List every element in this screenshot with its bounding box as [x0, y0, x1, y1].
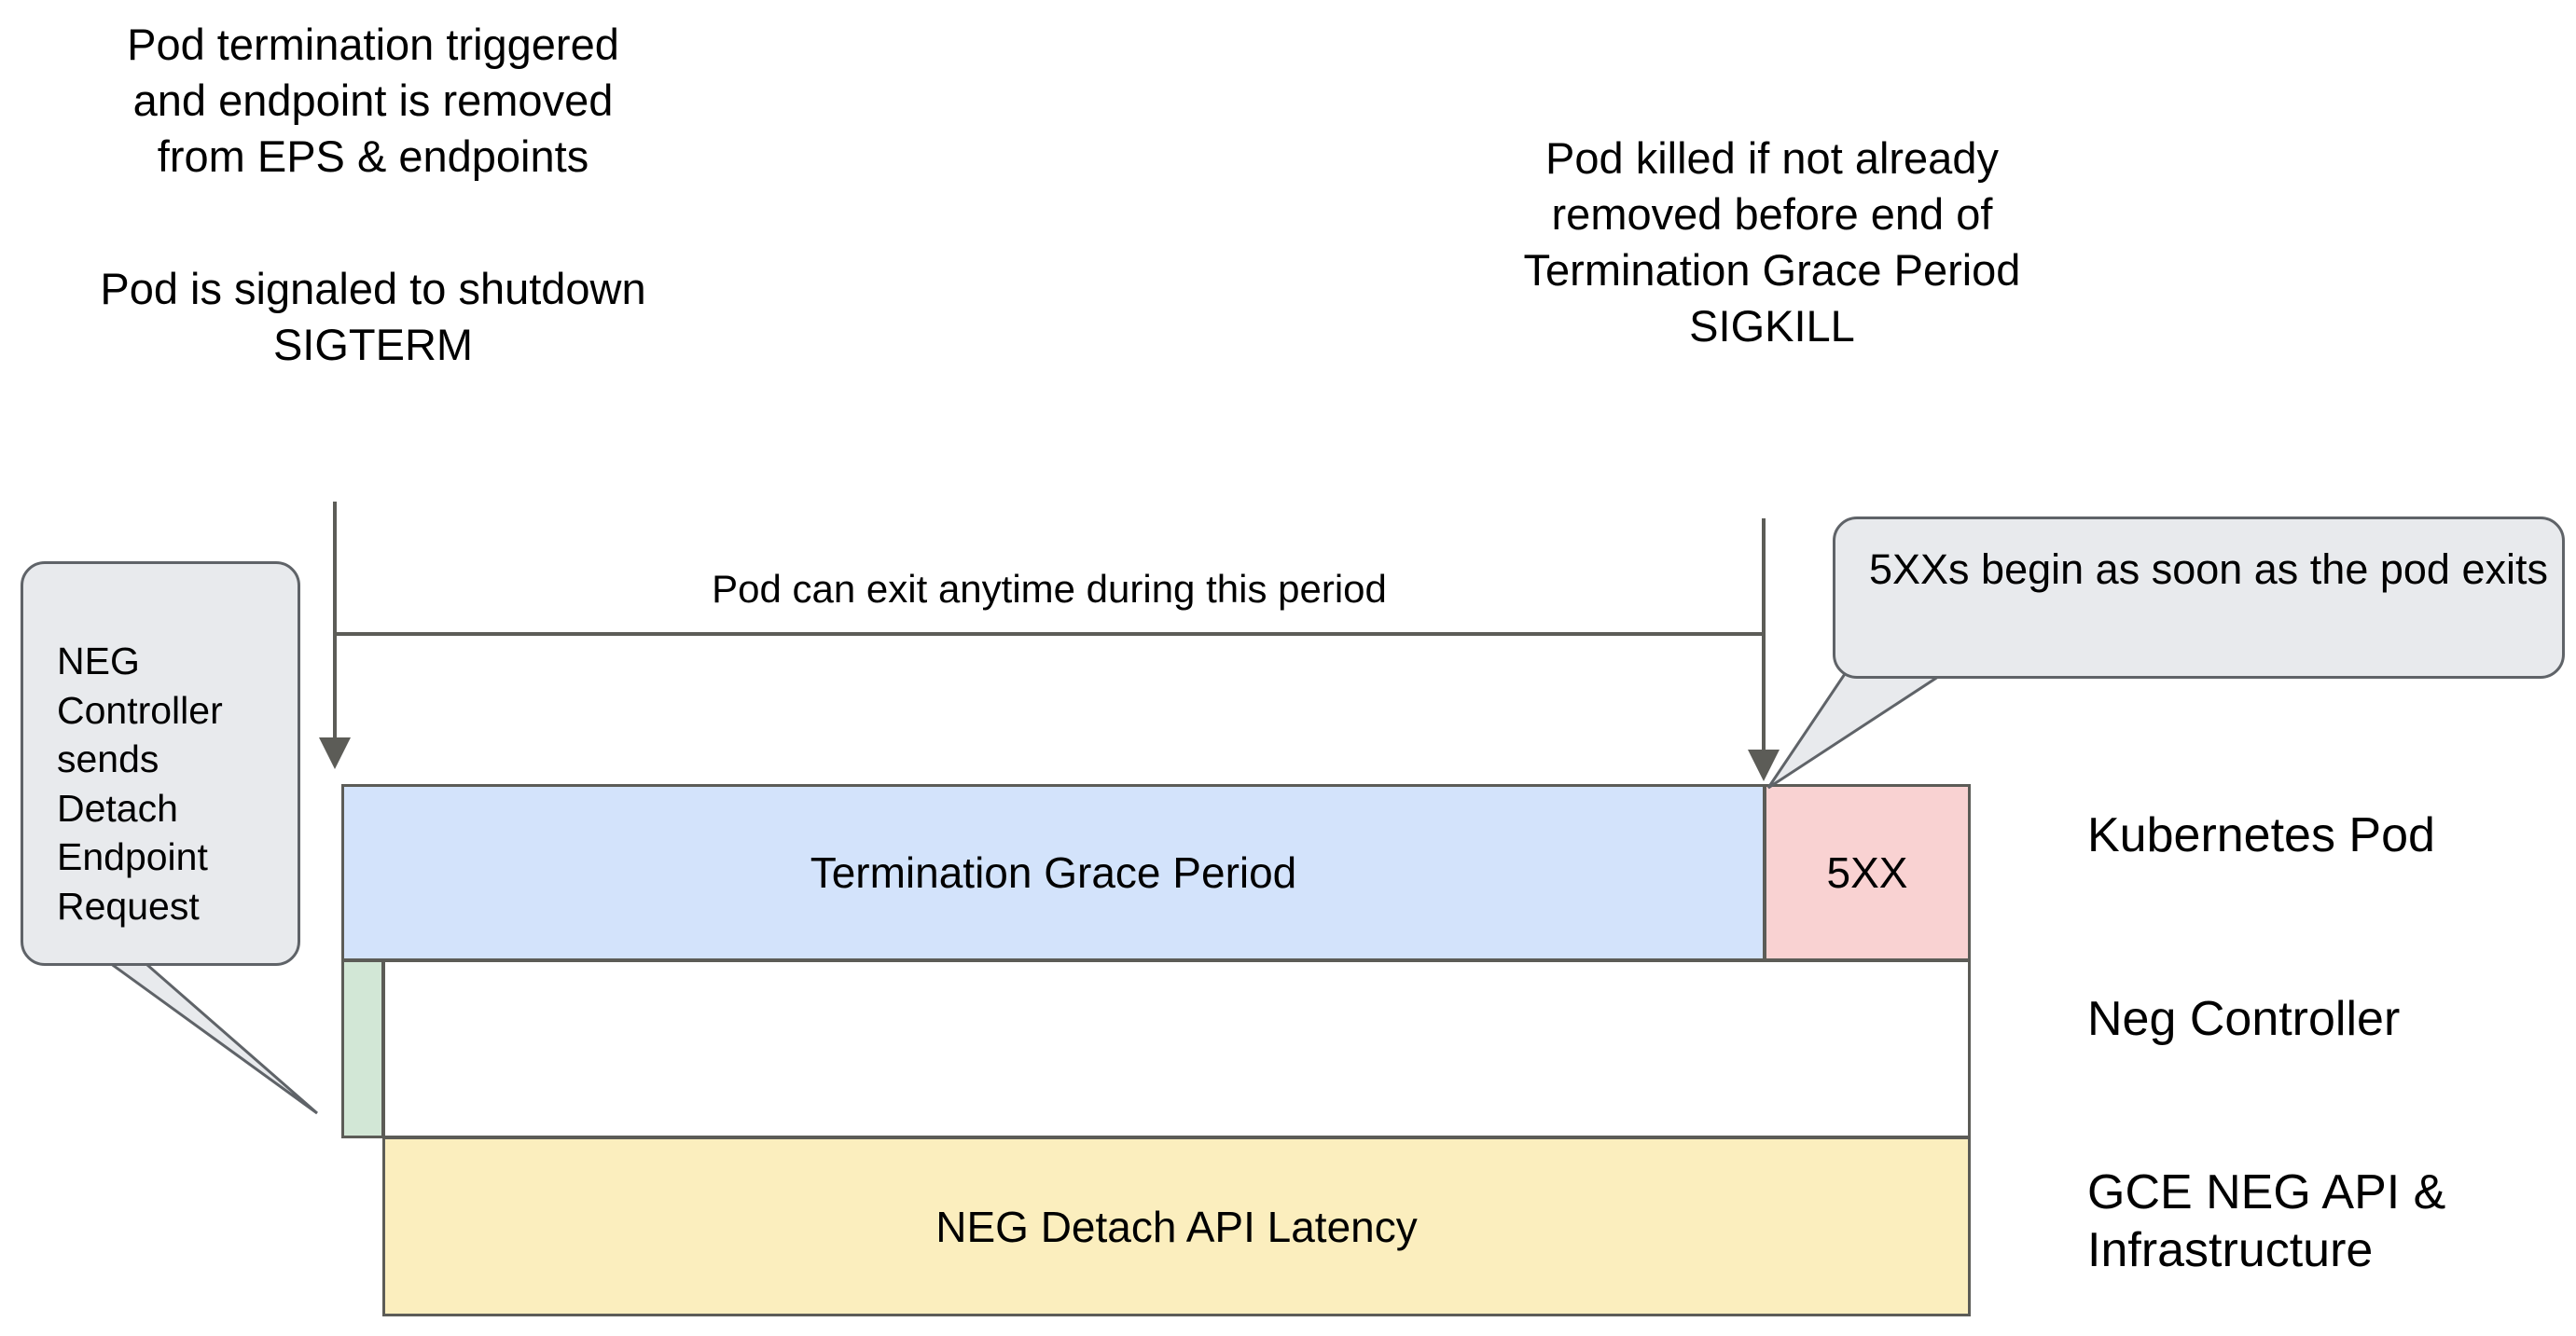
note-pod-termination: Pod termination triggered and endpoint i…: [127, 20, 619, 182]
bar-label-grace-period: Termination Grace Period: [810, 848, 1297, 897]
callout-5xx: 5XXs begin as soon as the pod exits: [1833, 516, 2565, 679]
bar-label-neg-detach-api-latency: NEG Detach API Latency: [935, 1202, 1418, 1251]
span-line: [336, 632, 1765, 636]
lane-label-neg-controller: Neg Controller: [2087, 992, 2401, 1046]
bar-neg-controller-row-blank: [382, 959, 1971, 1138]
callout-neg-controller: NEG Controller sends Detach Endpoint Req…: [21, 561, 300, 966]
bar-label-5xx: 5XX: [1826, 848, 1908, 897]
termination-start-arrow-line: [333, 502, 337, 739]
note-pod-shutdown-sigterm: Pod is signaled to shutdown SIGTERM: [100, 264, 646, 370]
bar-termination-grace-period: Termination Grace Period: [341, 784, 1766, 961]
note-pod-killed-sigkill: Pod killed if not already removed before…: [1523, 133, 2021, 351]
grace-period-end-arrow-head: [1748, 750, 1780, 781]
bar-neg-detach-request: [341, 959, 384, 1138]
callout-5xx-text: 5XXs begin as soon as the pod exits: [1869, 545, 2548, 593]
bar-neg-detach-api-latency: NEG Detach API Latency: [382, 1136, 1971, 1316]
span-label-pod-can-exit: Pod can exit anytime during this period: [712, 567, 1387, 611]
bar-5xx: 5XX: [1764, 784, 1971, 961]
lane-label-gce-neg-api: GCE NEG API & Infrastructure: [2087, 1165, 2446, 1278]
lane-label-kubernetes-pod: Kubernetes Pod: [2087, 808, 2435, 862]
callout-neg-controller-text: NEG Controller sends Detach Endpoint Req…: [57, 640, 223, 928]
termination-start-arrow-head: [319, 737, 351, 769]
